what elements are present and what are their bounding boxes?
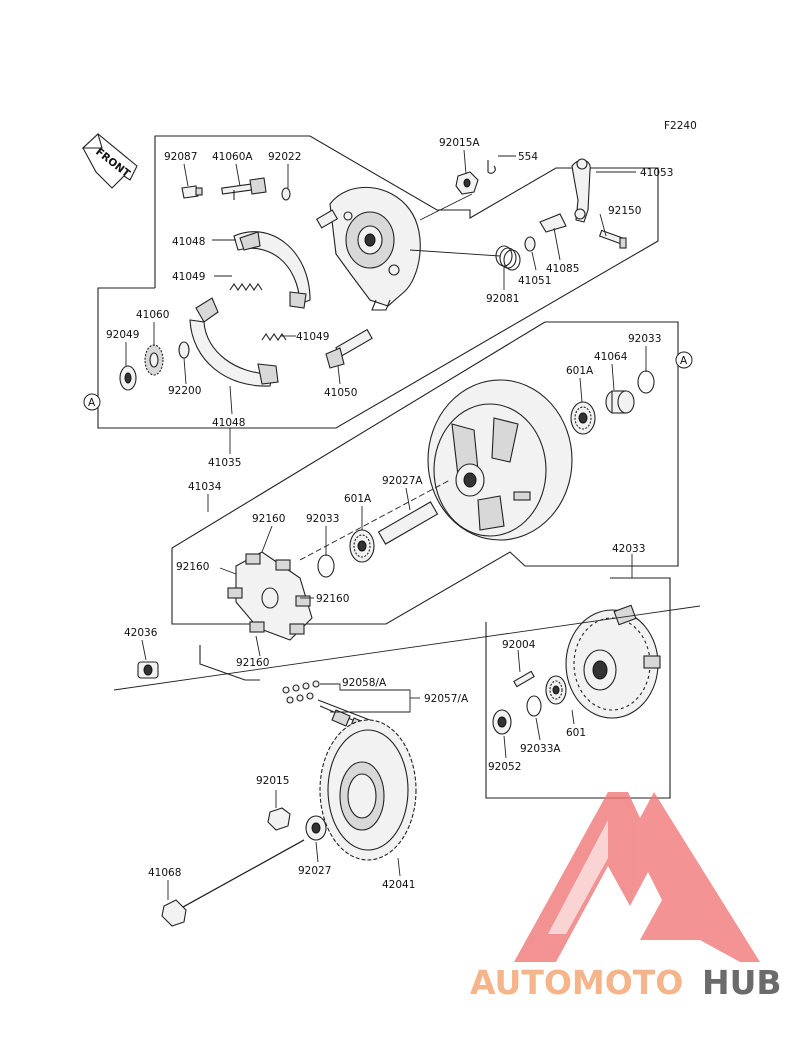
sprocket-42041 <box>319 719 417 861</box>
nut-92015A <box>455 171 479 195</box>
label-41068: 41068 <box>148 867 181 879</box>
sprocket-hub-42033 <box>565 604 661 719</box>
label-41060: 41060 <box>136 309 169 321</box>
label-41053: 41053 <box>640 167 673 179</box>
label-92033-top: 92033 <box>628 333 661 345</box>
damper-92160 <box>227 551 313 641</box>
brake-shoe-upper <box>233 231 311 309</box>
spring-41049-lower <box>261 333 287 341</box>
watermark-logo <box>514 792 760 962</box>
brake-panel <box>315 186 421 311</box>
front-direction-arrow: FRONT <box>81 132 138 189</box>
ref-marker-left: A <box>83 393 101 411</box>
label-92033-mid: 92033 <box>306 513 339 525</box>
label-554: 554 <box>518 151 538 163</box>
bolt-92150 <box>598 229 627 249</box>
label-92057A: 92057/A <box>424 693 469 705</box>
seal-41051 <box>524 236 536 252</box>
label-92160-b: 92160 <box>176 561 209 573</box>
label-42041: 42041 <box>382 879 415 891</box>
label-92087: 92087 <box>164 151 197 163</box>
watermark-word-b: HUB <box>702 963 782 1002</box>
label-92027: 92027 <box>298 865 331 877</box>
axis-lines <box>113 193 701 691</box>
label-41049-mid: 41049 <box>296 331 329 343</box>
label-41049-top: 41049 <box>172 271 205 283</box>
sprocket-hub-frame <box>485 577 671 799</box>
label-601: 601 <box>566 727 586 739</box>
label-92052: 92052 <box>488 761 521 773</box>
label-41048-top: 41048 <box>172 236 205 248</box>
label-92160-a: 92160 <box>252 513 285 525</box>
circlip-92033A <box>526 695 542 717</box>
label-41060A: 41060A <box>212 151 253 163</box>
circlip-92033-mid <box>317 554 335 578</box>
seal-92052 <box>492 709 512 735</box>
bolt-92087 <box>181 185 203 199</box>
sleeve-92027A <box>377 501 439 545</box>
svg-text:A: A <box>88 397 96 409</box>
label-92022: 92022 <box>268 151 301 163</box>
gear-41060 <box>144 344 164 376</box>
label-41035: 41035 <box>208 457 241 469</box>
label-42036: 42036 <box>124 627 158 639</box>
bearing-601A-mid <box>349 529 375 563</box>
label-41048-bot: 41048 <box>212 417 245 429</box>
nut-92015 <box>267 807 291 831</box>
washer-92022 <box>281 187 291 201</box>
collar-41064 <box>605 390 635 414</box>
circlip-92033-upper <box>637 370 655 394</box>
label-92150: 92150 <box>608 205 641 217</box>
chain-bracket-frame <box>199 645 260 681</box>
label-92081: 92081 <box>486 293 519 305</box>
label-92058A: 92058/A <box>342 677 387 689</box>
label-41051: 41051 <box>518 275 551 287</box>
bearing-601A-upper <box>570 401 596 435</box>
label-92160-c: 92160 <box>316 593 349 605</box>
label-92033A: 92033A <box>520 743 561 755</box>
label-601A-mid: 601A <box>344 493 372 505</box>
collar-92027 <box>305 815 327 841</box>
stud-92004 <box>513 670 535 688</box>
label-42033: 42033 <box>612 543 645 555</box>
hub-assembly-frame <box>171 321 679 625</box>
spring-92081 <box>495 245 521 271</box>
lever-41053 <box>571 158 591 223</box>
label-92015A: 92015A <box>439 137 480 149</box>
label-92049: 92049 <box>106 329 139 341</box>
oil-seal-92049 <box>119 365 137 391</box>
indicator-41085 <box>539 213 567 233</box>
spring-41049-upper <box>229 283 263 291</box>
label-41085: 41085 <box>546 263 579 275</box>
label-41034: 41034 <box>188 481 222 493</box>
label-92027A: 92027A <box>382 475 423 487</box>
leader-lines <box>125 149 647 900</box>
label-92160-d: 92160 <box>236 657 269 669</box>
watermark-triangle-icon <box>514 792 760 962</box>
bearing-601 <box>545 675 567 705</box>
figure-code: F2240 <box>664 120 697 132</box>
brake-assembly-frame <box>97 135 659 429</box>
svg-text:A: A <box>680 355 688 367</box>
pin-554 <box>487 160 496 174</box>
collar-42036 <box>137 661 159 679</box>
cam-41050 <box>325 328 373 369</box>
washer-92200 <box>178 341 190 359</box>
part-labels: 92087 41060A 92022 92015A 554 41053 4104… <box>106 137 673 891</box>
watermark-word-a: AUTOMOTO <box>470 963 683 1002</box>
label-92004: 92004 <box>502 639 536 651</box>
axle-41068 <box>161 839 305 927</box>
label-92200: 92200 <box>168 385 201 397</box>
ref-marker-right: A <box>675 351 693 369</box>
brake-shoe-lower <box>189 297 279 387</box>
wheel-hub <box>427 379 573 541</box>
watermark-wordmark: AUTOMOTO HUB <box>470 963 782 1002</box>
label-601A-top: 601A <box>566 365 594 377</box>
label-41050: 41050 <box>324 387 357 399</box>
label-41064: 41064 <box>594 351 628 363</box>
label-92015: 92015 <box>256 775 289 787</box>
cam-shaft-41060A <box>221 177 267 200</box>
